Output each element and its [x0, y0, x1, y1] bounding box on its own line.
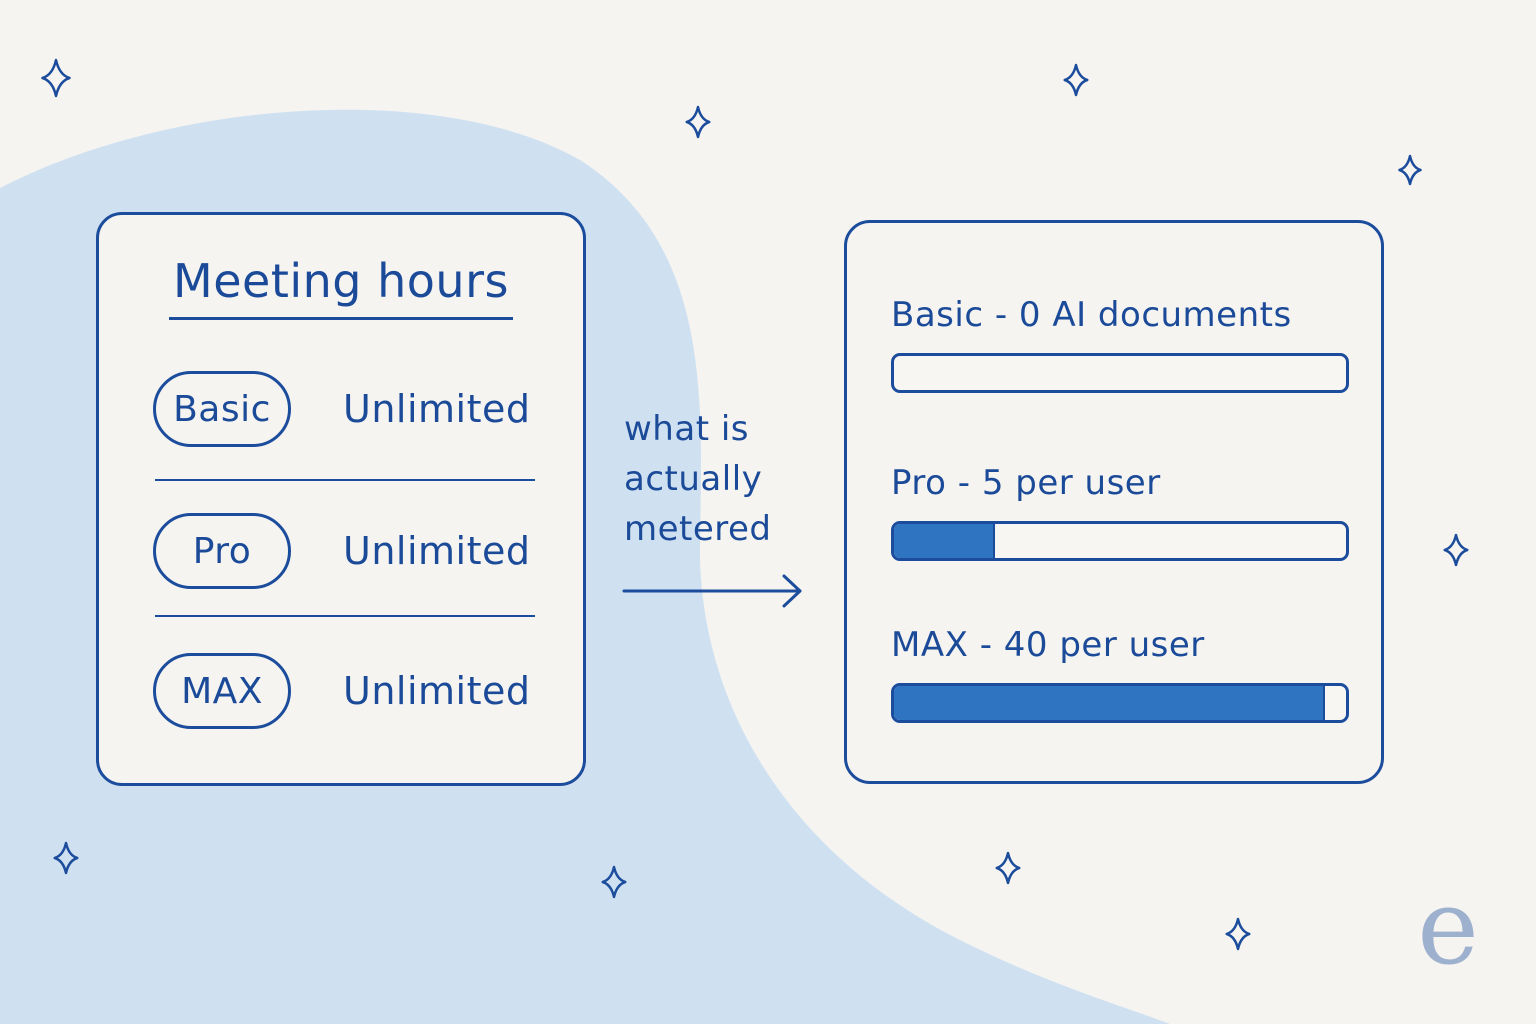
plan-pill-pro: Pro	[153, 513, 291, 589]
progress-track-max	[891, 683, 1349, 723]
meter-label-max: MAX - 40 per user	[891, 625, 1205, 665]
plan-pill-basic: Basic	[153, 371, 291, 447]
connector-label: what is actually metered	[624, 404, 794, 554]
meter-label-basic: Basic - 0 AI documents	[891, 295, 1292, 335]
metered-usage-card: Basic - 0 AI documents Pro - 5 per user …	[844, 220, 1384, 784]
meeting-hours-card: Meeting hours Basic Unlimited Pro Unlimi…	[96, 212, 586, 786]
arrow-right-icon	[622, 574, 802, 608]
meter-pro: Pro - 5 per user	[891, 457, 1351, 561]
plan-row-basic: Basic Unlimited	[151, 371, 535, 447]
progress-track-pro	[891, 521, 1349, 561]
progress-track-basic	[891, 353, 1349, 393]
connector-line-1: what is	[624, 409, 749, 449]
row-divider	[155, 479, 535, 481]
brand-logo: e	[1417, 866, 1479, 988]
plan-value-basic: Unlimited	[343, 387, 531, 431]
progress-fill-max	[894, 686, 1326, 720]
meter-max: MAX - 40 per user	[891, 619, 1351, 723]
meter-label-pro: Pro - 5 per user	[891, 463, 1161, 503]
plan-row-max: MAX Unlimited	[151, 653, 535, 729]
plan-row-pro: Pro Unlimited	[151, 513, 535, 589]
row-divider	[155, 615, 535, 617]
plan-value-max: Unlimited	[343, 669, 531, 713]
plan-pill-max: MAX	[153, 653, 291, 729]
connector-line-2: actually	[624, 459, 763, 499]
meter-basic: Basic - 0 AI documents	[891, 289, 1351, 393]
card-title: Meeting hours	[169, 249, 513, 320]
progress-fill-pro	[894, 524, 996, 558]
connector-line-3: metered	[624, 509, 772, 549]
plan-value-pro: Unlimited	[343, 529, 531, 573]
